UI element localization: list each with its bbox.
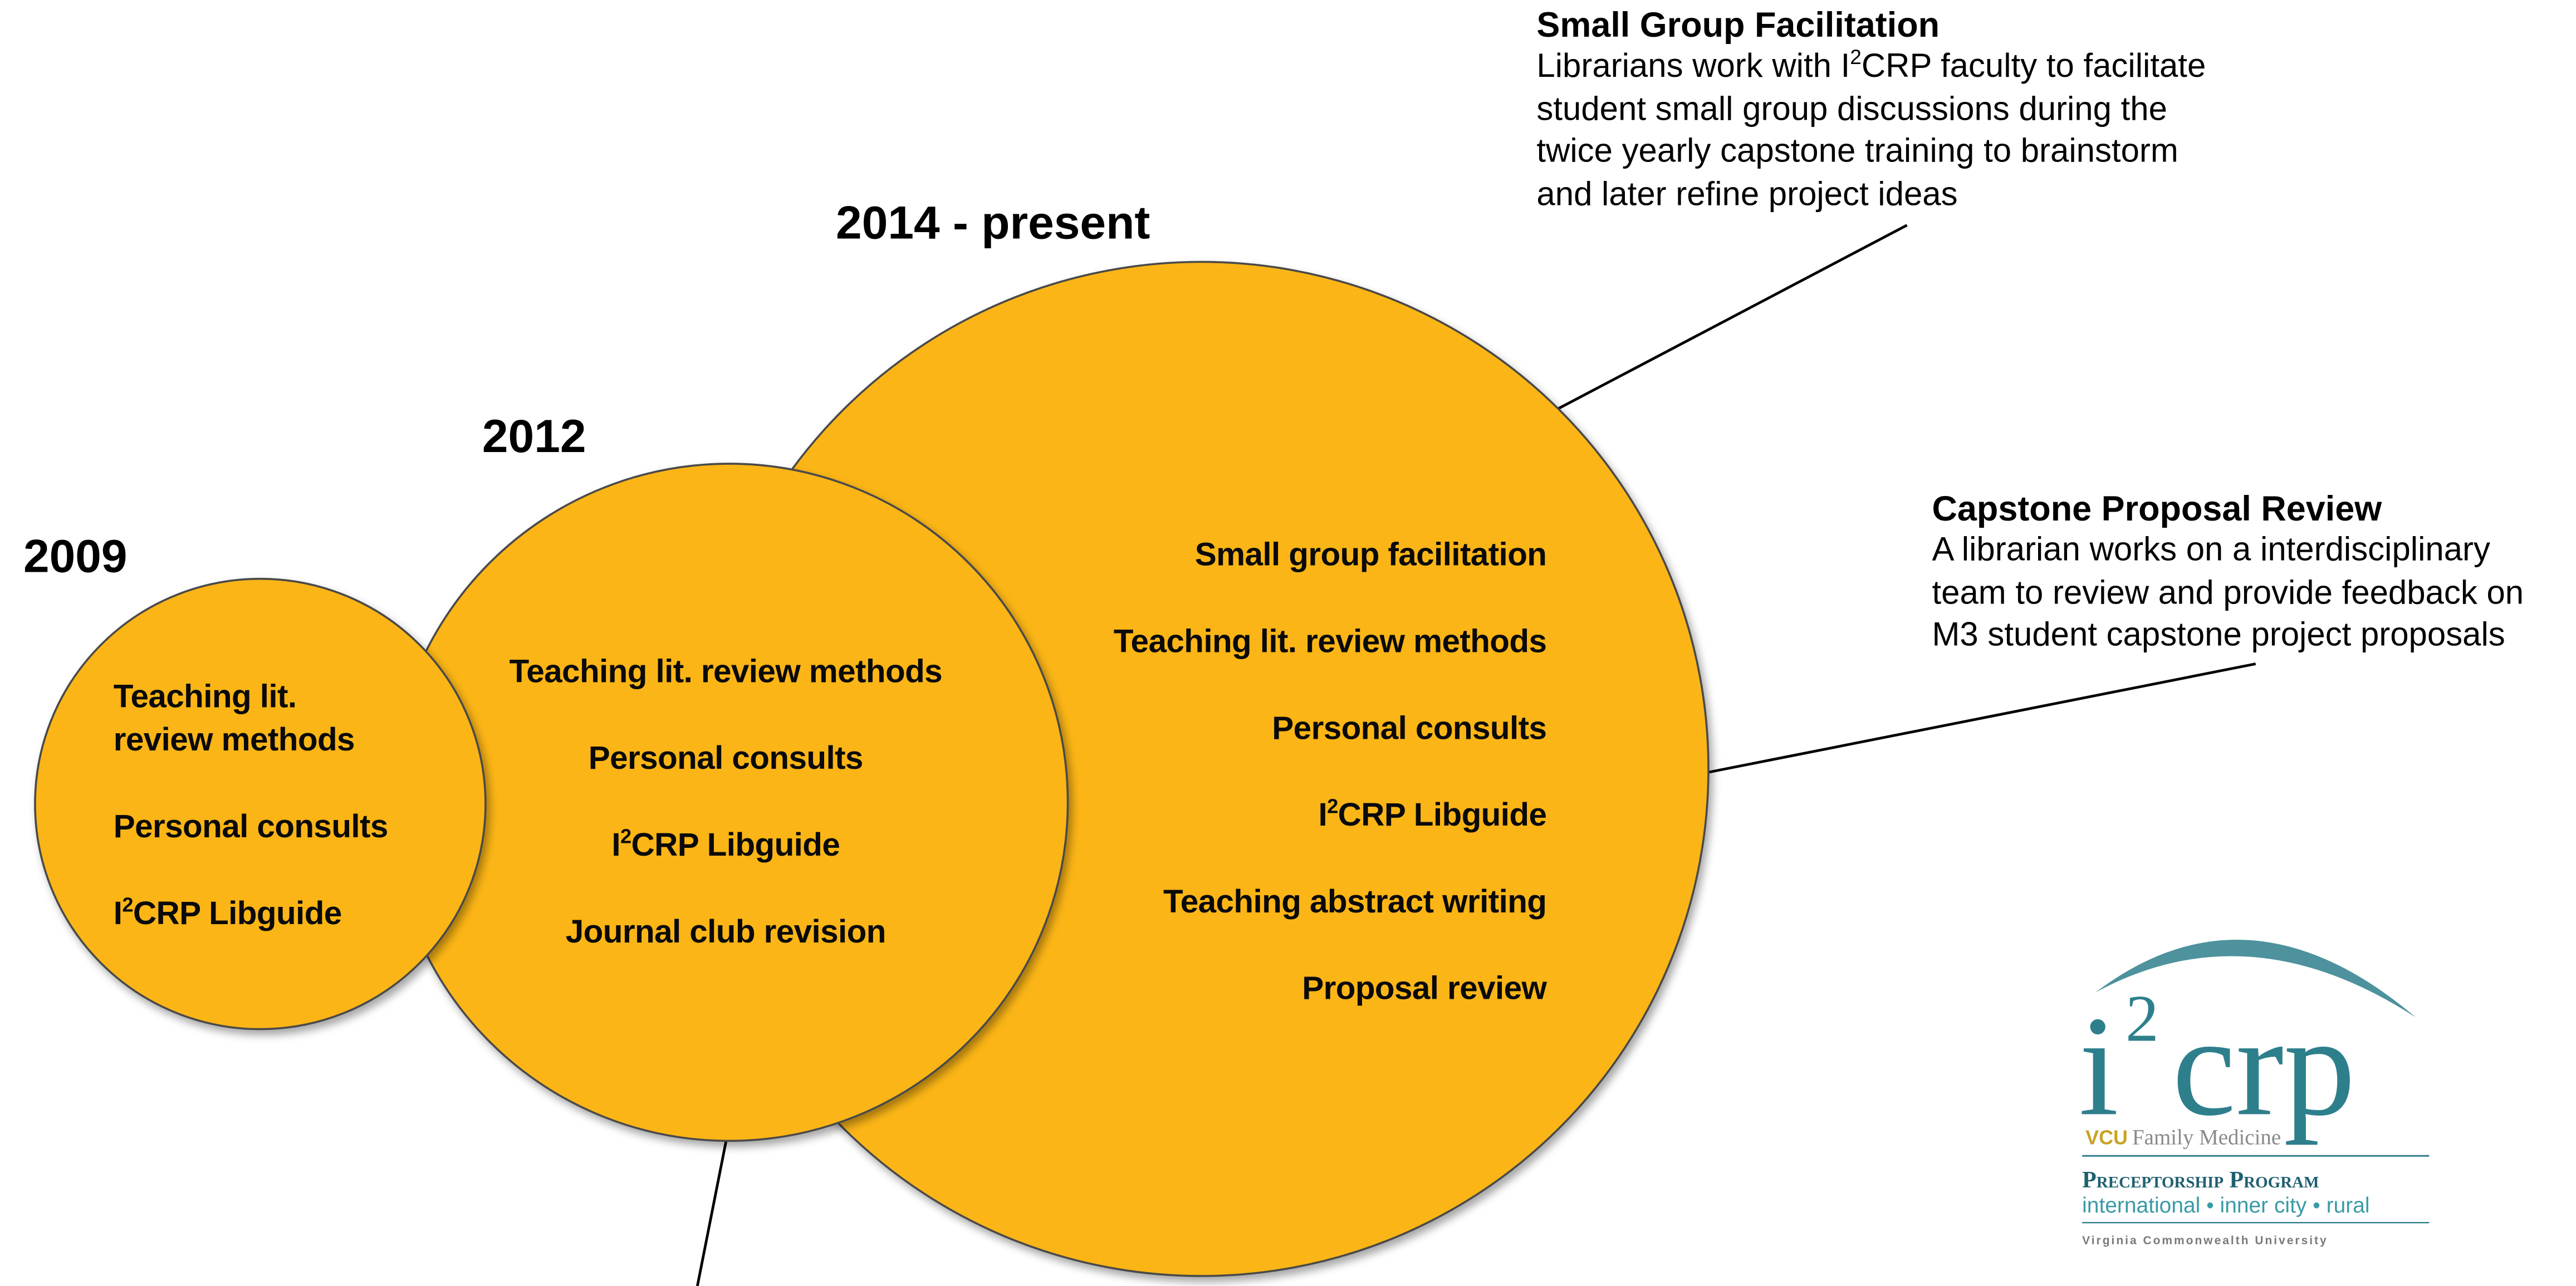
circle-2012-item-teaching: Teaching lit. review methods xyxy=(509,654,943,691)
circle-2009-item-teaching: Teaching lit. xyxy=(113,679,297,716)
logo-family-medicine: Family Medicine xyxy=(2132,1125,2281,1149)
callout-line: student small group discussions during t… xyxy=(1536,91,2167,128)
logo-program: Preceptorship Program xyxy=(2082,1167,2319,1193)
callout-line: team to review and provide feedback on xyxy=(1932,575,2524,612)
leader-line-bottom xyxy=(696,1133,729,1286)
logo-i: i xyxy=(2079,986,2119,1145)
callout-line: Librarians work with I2CRP faculty to fa… xyxy=(1536,45,2206,85)
callout-small-group-facilitation: Small Group Facilitation Librarians work… xyxy=(1536,5,2206,217)
circle-2012-item-personal-consults: Personal consults xyxy=(588,740,864,778)
circle-2014-item-libguide: I2CRP Libguide xyxy=(1318,794,1547,835)
callout-capstone-proposal-review: Capstone Proposal Review A librarian wor… xyxy=(1932,489,2524,658)
callout-line: A librarian works on a interdisciplinary xyxy=(1932,532,2490,569)
circle-2009 xyxy=(34,577,487,1030)
circle-2012-item-libguide: I2CRP Libguide xyxy=(611,824,840,864)
logo-tagline: international • inner city • rural xyxy=(2082,1194,2369,1218)
circle-2014-item-proposal-review: Proposal review xyxy=(1302,970,1547,1008)
circle-2014-item-abstract-writing: Teaching abstract writing xyxy=(1163,883,1547,921)
circle-2014-item-teaching: Teaching lit. review methods xyxy=(1113,624,1547,661)
logo-university: Virginia Commonwealth University xyxy=(2082,1234,2328,1247)
logo-arc xyxy=(2095,939,2416,1018)
circle-2012-item-journal-club: Journal club revision xyxy=(565,914,887,951)
year-label-2009: 2009 xyxy=(23,530,128,582)
callout-line: and later refine project ideas xyxy=(1536,176,1958,213)
circle-2014-item-personal-consults: Personal consults xyxy=(1272,710,1547,748)
circle-2012 xyxy=(389,463,1069,1142)
circle-2009-item-personal-consults: Personal consults xyxy=(113,809,389,846)
year-label-2012: 2012 xyxy=(482,410,586,462)
callout-line: twice yearly capstone training to brains… xyxy=(1536,133,2178,170)
i2crp-logo: i 2 crp VCU Family Medicine Preceptorshi… xyxy=(2065,917,2449,1251)
i2crp-logo-graphic: i 2 crp VCU Family Medicine Preceptorshi… xyxy=(2079,939,2430,1247)
year-label-2014-present: 2014 - present xyxy=(836,197,1150,249)
leader-line-capstone xyxy=(1708,662,2256,774)
callout-title: Small Group Facilitation xyxy=(1536,6,1940,45)
leader-line-small-group xyxy=(1558,224,1908,410)
circle-2009-item-libguide: I2CRP Libguide xyxy=(113,893,342,932)
logo-superscript: 2 xyxy=(2126,981,2159,1056)
logo-vcu: VCU xyxy=(2085,1126,2128,1148)
callout-line: M3 student capstone project proposals xyxy=(1932,617,2505,654)
circle-2014-item-small-group: Small group facilitation xyxy=(1194,537,1547,574)
logo-crp: crp xyxy=(2172,986,2355,1145)
callout-title: Capstone Proposal Review xyxy=(1932,490,2382,529)
circle-2009-item-teaching-2: review methods xyxy=(113,722,355,759)
